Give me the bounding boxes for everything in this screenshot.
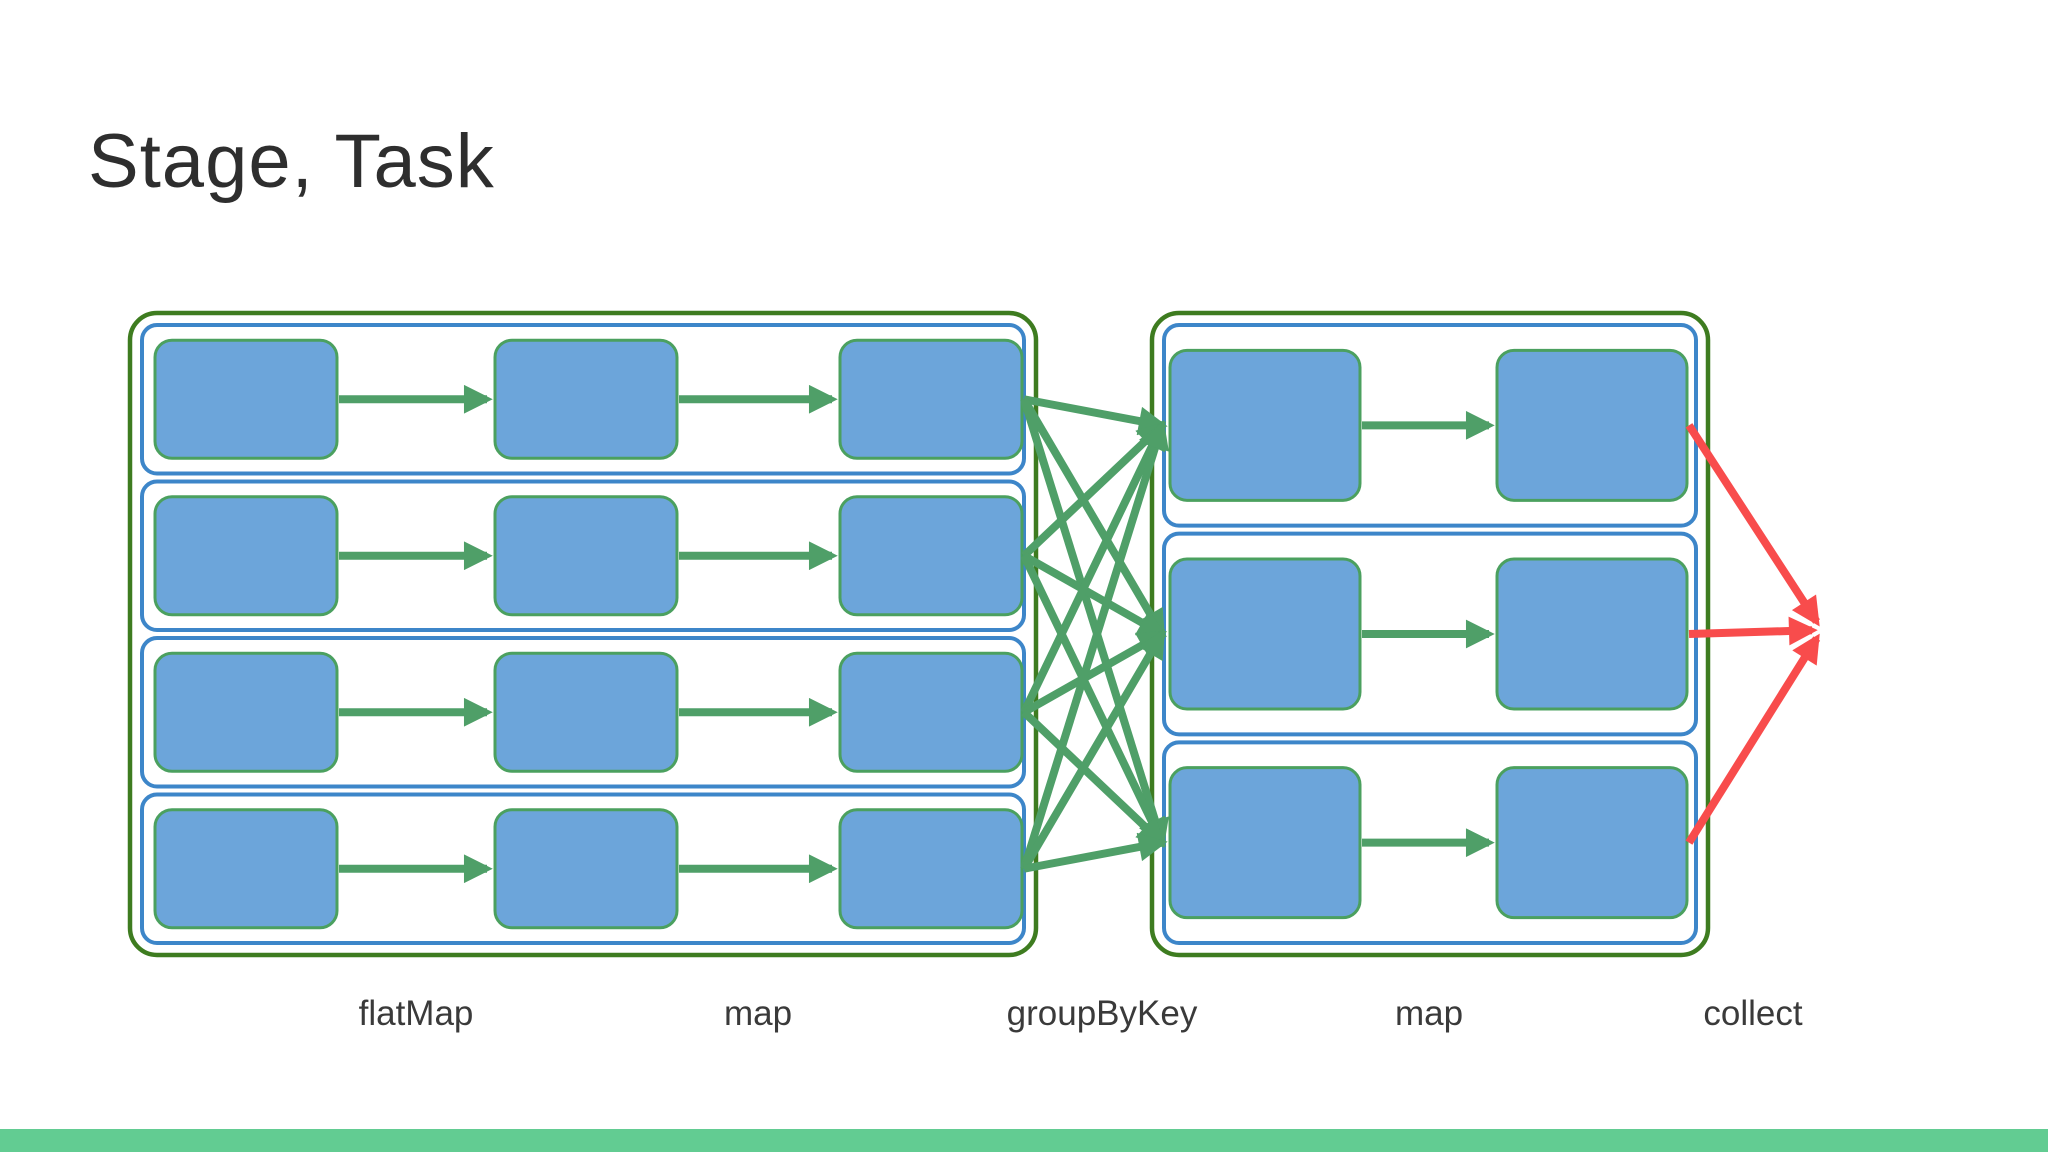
task-box xyxy=(1495,348,1689,502)
task-box xyxy=(1495,557,1689,711)
shuffle-arrow xyxy=(1020,419,1169,870)
task-box xyxy=(493,808,679,930)
task-box xyxy=(153,651,339,773)
shuffle-arrow xyxy=(1020,554,1166,848)
shuffle-arrow xyxy=(1023,832,1168,873)
shuffle-arrow xyxy=(1020,397,1166,639)
slide-title: Stage, Task xyxy=(88,119,495,204)
task-box xyxy=(493,495,679,617)
task-box xyxy=(493,338,679,460)
diagram-root xyxy=(127,310,1821,958)
task-box xyxy=(1495,766,1689,920)
shuffle-arrow xyxy=(1021,421,1167,559)
task-box xyxy=(838,808,1024,930)
task-box xyxy=(153,495,339,617)
shuffle-arrow xyxy=(1020,629,1166,871)
task-box xyxy=(838,651,1024,773)
shuffle-arrow xyxy=(1022,552,1168,638)
task-box xyxy=(153,808,339,930)
task-box xyxy=(838,495,1024,617)
task-box xyxy=(1168,348,1362,502)
shuffle-arrow xyxy=(1020,398,1169,849)
shuffle-arrow xyxy=(1021,709,1167,847)
footer-accent-bar xyxy=(0,1129,2048,1152)
collect-arrow xyxy=(1688,616,1818,646)
stage-1-outline xyxy=(127,310,1039,958)
task-box xyxy=(1168,766,1362,920)
shuffle-arrow xyxy=(1023,395,1168,436)
task-box xyxy=(493,651,679,773)
shuffle-arrow xyxy=(1020,420,1166,714)
task-box xyxy=(153,338,339,460)
collect-arrow xyxy=(1685,633,1821,845)
collect-arrow xyxy=(1685,423,1820,627)
task-box xyxy=(1168,557,1362,711)
task-box xyxy=(838,338,1024,460)
